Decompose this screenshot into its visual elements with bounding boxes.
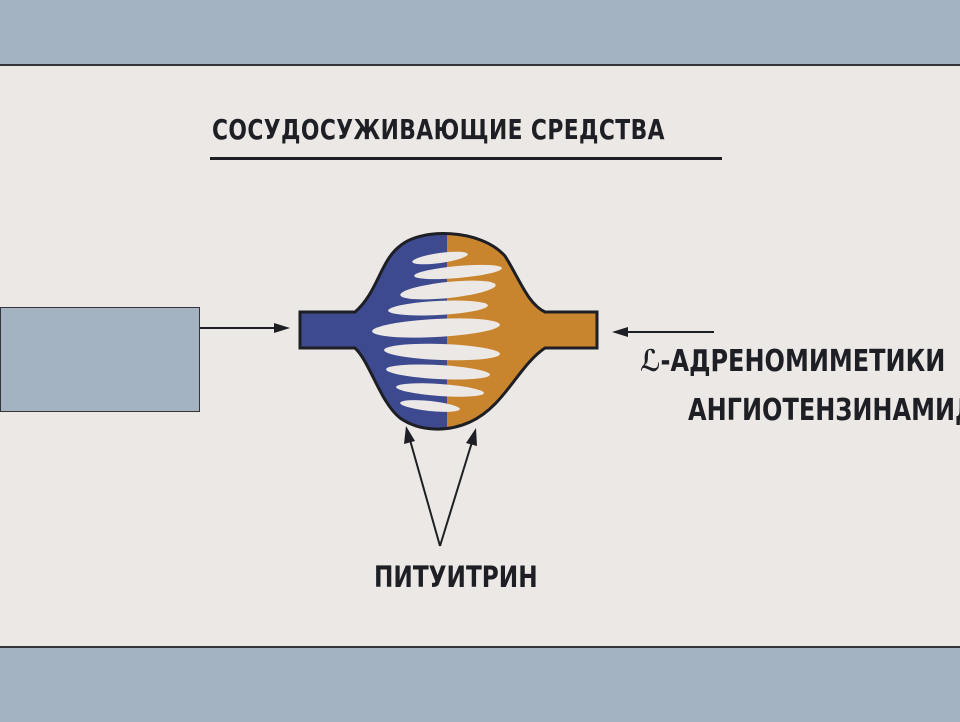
vessel-outline: [298, 232, 599, 431]
alpha-adrenomimetics-label: ℒ-АДРЕНОМИМЕТИКИ: [640, 344, 946, 379]
pituitrin-arrow-left: [409, 439, 441, 547]
angiotensinamide-label: АНГИОТЕНЗИНАМИД: [688, 393, 960, 428]
vessel-highlights: [372, 251, 502, 412]
top-band: [0, 0, 960, 66]
diagram-title: СОСУДОСУЖИВАЮЩИЕ СРЕДСТВА: [212, 113, 665, 146]
arrows: [200, 323, 714, 547]
bottom-band: [0, 646, 960, 722]
pituitrin-arrow-right: [439, 441, 473, 547]
left-label-box: [0, 307, 200, 412]
vessel-diagram: [200, 232, 714, 547]
title-underline: [210, 157, 722, 160]
pituitrin-label: ПИТУИТРИН: [374, 560, 538, 594]
